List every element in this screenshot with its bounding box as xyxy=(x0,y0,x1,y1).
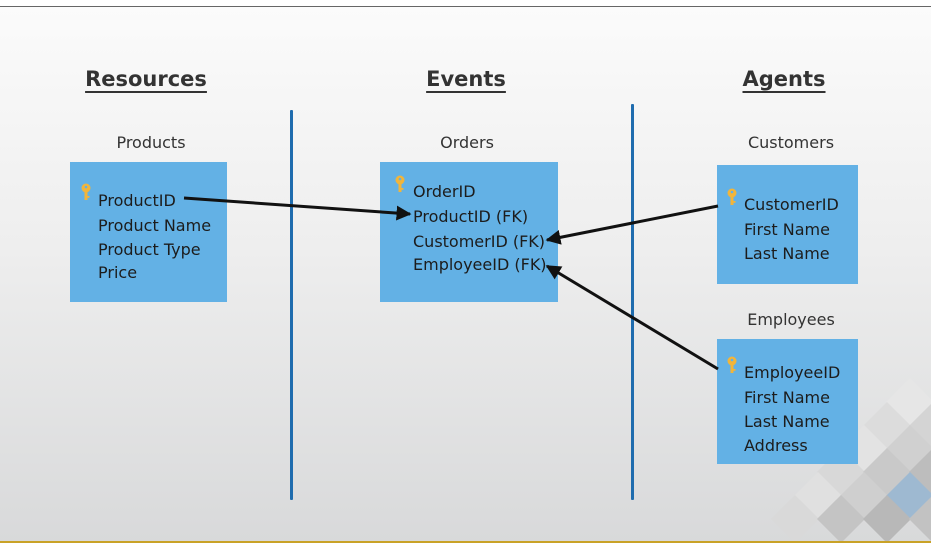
column-header-resources: Resources xyxy=(85,67,207,91)
key-icon xyxy=(395,175,405,192)
field-employee-last-name: Last Name xyxy=(744,412,830,431)
key-icon xyxy=(81,183,91,200)
key-icon xyxy=(727,356,737,373)
field-product-id: ProductID xyxy=(98,191,176,210)
field-order-customer-fk: CustomerID (FK) xyxy=(413,232,546,251)
field-product-name: Product Name xyxy=(98,216,212,235)
diagram-slide: Resources Events Agents Products Product… xyxy=(0,6,931,543)
field-price: Price xyxy=(98,263,138,282)
entity-title-customers: Customers xyxy=(747,133,835,152)
entity-box-employees: EmployeeID First Name Last Name Address xyxy=(717,339,858,464)
field-employee-id: EmployeeID xyxy=(744,363,841,382)
field-order-id: OrderID xyxy=(413,182,476,201)
entity-box-customers: CustomerID First Name Last Name xyxy=(717,165,858,284)
field-employee-address: Address xyxy=(744,436,808,455)
column-divider-left xyxy=(290,110,293,500)
field-customer-last-name: Last Name xyxy=(744,244,830,263)
column-divider-right xyxy=(631,104,634,500)
field-product-type: Product Type xyxy=(98,240,201,259)
field-customer-first-name: First Name xyxy=(744,220,830,239)
entity-box-orders: OrderID ProductID (FK) CustomerID (FK) E… xyxy=(380,162,558,302)
entity-title-employees: Employees xyxy=(747,310,835,329)
field-customer-id: CustomerID xyxy=(744,195,839,214)
field-order-employee-fk: EmployeeID (FK) xyxy=(413,255,547,274)
entity-box-products: ProductID Product Name Product Type Pric… xyxy=(70,162,227,302)
entity-title-products: Products xyxy=(116,133,186,152)
entity-title-orders: Orders xyxy=(440,133,494,152)
key-icon xyxy=(727,188,737,205)
column-header-agents: Agents xyxy=(742,67,826,91)
field-order-product-fk: ProductID (FK) xyxy=(413,207,529,226)
field-employee-first-name: First Name xyxy=(744,388,830,407)
column-header-events: Events xyxy=(426,67,506,91)
